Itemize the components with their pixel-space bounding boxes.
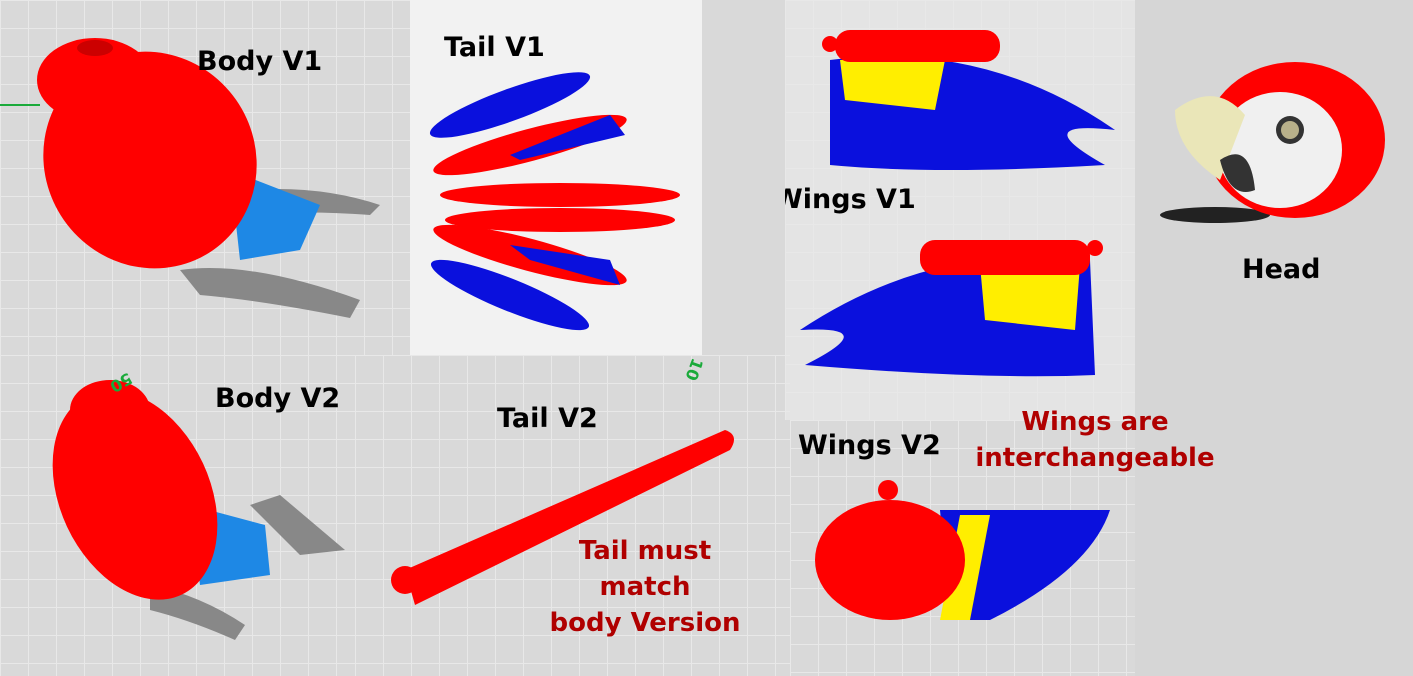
wings-v2-model [815,480,1110,620]
tail-v2-label: Tail V2 [497,403,598,434]
tail-v2-panel: 10 Tail V2 Tail must match body Version [355,355,790,676]
body-v1-model [0,38,380,318]
tail-v1-label: Tail V1 [444,32,545,63]
head-label: Head [1242,254,1321,285]
body-v2-label: Body V2 [215,383,341,414]
tail-v1-panel: Tail V1 [410,0,702,355]
tail-v1-model [429,72,680,331]
head-model [1160,62,1385,223]
tail-note-line: Tail must [578,536,712,566]
wings-note-line: Wings are [1021,407,1169,437]
body-v1-label: Body V1 [197,46,323,77]
tail-v2-model [391,430,734,605]
body-v2-model [52,380,345,640]
wings-v2-panel: Wings V2 [790,420,1135,676]
tail-note-line: match [599,572,691,602]
tail-note: Tail must match body Version [540,533,750,641]
wings-v1-label: Wings V1 [785,184,916,215]
body-v1-panel: Body V1 [0,0,410,355]
body-v2-panel: 50 Body V2 [0,355,355,676]
wings-v1-model [800,30,1115,377]
wings-v2-label: Wings V2 [798,430,941,461]
wings-note-line: interchangeable [975,443,1215,473]
head-panel: Head [1135,0,1413,676]
wings-v1-panel: Wings V1 [785,0,1135,420]
tail-note-line: body Version [549,608,741,638]
wings-note: Wings are interchangeable [970,404,1220,476]
